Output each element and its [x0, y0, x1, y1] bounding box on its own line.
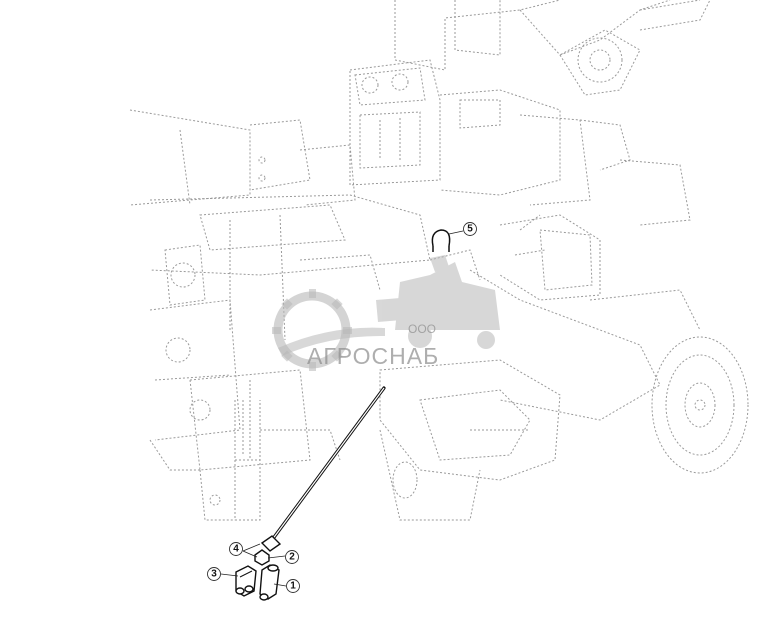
retaining-ring	[431, 229, 451, 252]
control-rod	[260, 386, 386, 552]
callout-5: 5	[463, 222, 477, 236]
nut-part	[254, 549, 270, 566]
watermark-brand: АГРОСНАБ	[307, 343, 439, 369]
callout-3-label: 3	[211, 569, 217, 580]
callout-5-label: 5	[467, 224, 473, 235]
leader-lines	[220, 230, 464, 587]
tractor-background-outline	[129, 0, 749, 521]
callout-1-label: 1	[290, 581, 296, 592]
callout-4-label: 4	[233, 544, 239, 555]
callout-1: 1	[286, 579, 300, 593]
clevis-part	[235, 565, 257, 597]
watermark-logo: ООО АГРОСНАБ	[272, 255, 500, 371]
callout-2: 2	[285, 550, 299, 564]
callout-4: 4	[229, 542, 243, 556]
callout-3: 3	[207, 567, 221, 581]
callout-2-label: 2	[289, 552, 295, 563]
pin-part	[259, 564, 280, 601]
watermark-prefix: ООО	[408, 322, 436, 336]
